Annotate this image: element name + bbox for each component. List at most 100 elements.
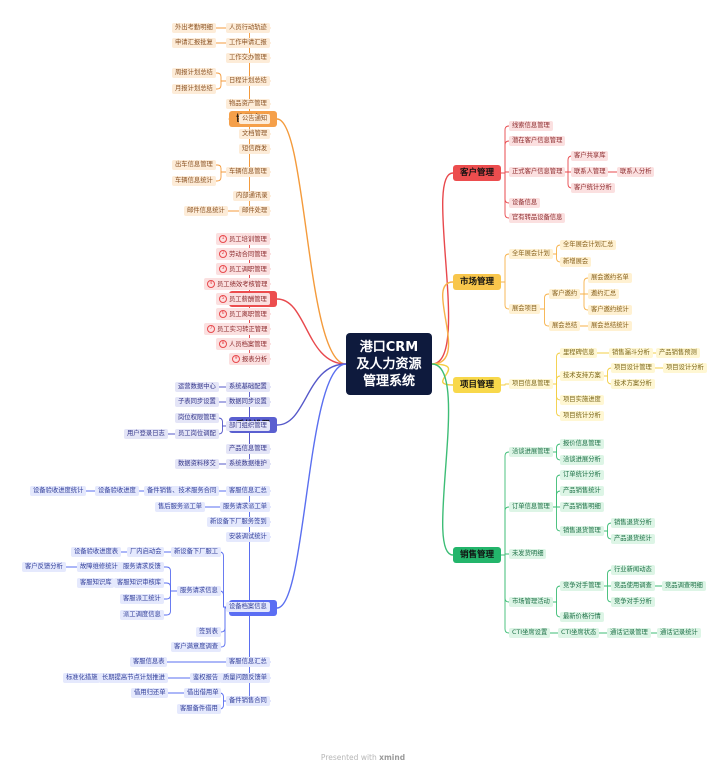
topic-o9[interactable]: 车辆信息管理 (226, 167, 270, 178)
topic-k3a[interactable]: 客户共享库 (571, 151, 609, 162)
topic-p1b1[interactable]: 项目设计管理 (611, 363, 655, 374)
topic-m2[interactable]: 展会项目 (509, 304, 541, 315)
topic-c5[interactable]: 设备档案信息 (226, 602, 270, 613)
topic-c9a[interactable]: 鉴权报告 (190, 673, 222, 684)
topic-o5[interactable]: 物品资产管理 (226, 99, 270, 110)
topic-m2a1[interactable]: 展会邀约名单 (588, 273, 632, 284)
topic-s2a[interactable]: 子表同步设置 (175, 397, 219, 408)
topic-s3c[interactable]: 用户登录日志 (124, 429, 168, 440)
main-topic-scgl[interactable]: 市场管理 (453, 273, 502, 290)
topic-x1[interactable]: 洽谈进展管理 (509, 447, 553, 458)
topic-p1a[interactable]: 里程碑信息 (560, 348, 598, 359)
topic-c8a[interactable]: 客服信息表 (130, 657, 168, 668)
topic-k3[interactable]: 正式客户信息管理 (509, 167, 566, 178)
topic-p1b2[interactable]: 技术方案分析 (611, 379, 655, 390)
topic-x5[interactable]: CTI坐席设置 (509, 628, 551, 639)
topic-p1[interactable]: 项目信息管理 (509, 379, 553, 390)
topic-c1a[interactable]: 备件销售、技术服务合同 (144, 486, 220, 497)
topic-k5[interactable]: 官有转品设备信息 (509, 213, 566, 224)
topic-c9[interactable]: 质量问题反馈单 (220, 673, 271, 684)
topic-c5a1a[interactable]: 设备验收进度表 (71, 547, 122, 558)
topic-x4a2[interactable]: 竞品使用调查 (611, 581, 655, 592)
topic-x2a[interactable]: 订单统计分析 (560, 470, 604, 481)
topic-p1d[interactable]: 项目统计分析 (560, 411, 604, 422)
root-topic[interactable]: 港口CRM 及人力资源 管理系统 (346, 333, 432, 395)
topic-c5b2[interactable]: 客服知识审核库 (114, 578, 165, 589)
topic-o8[interactable]: 短信群发 (239, 144, 271, 155)
topic-c4[interactable]: 安装调试统计 (226, 532, 270, 543)
topic-o2[interactable]: 工作申请汇报 (226, 38, 270, 49)
topic-k4[interactable]: 设备信息 (509, 198, 541, 209)
topic-c5a1[interactable]: 厂内启动会 (127, 547, 165, 558)
topic-c7[interactable]: 客户满意度调查 (171, 642, 222, 653)
topic-c8[interactable]: 客服信息汇总 (226, 657, 270, 668)
topic-x2d[interactable]: 销售退货管理 (560, 526, 604, 537)
topic-p1a2[interactable]: 产品销售预测 (656, 348, 700, 359)
topic-p1b1a[interactable]: 项目设计分析 (663, 363, 707, 374)
topic-s3a[interactable]: 岗位权限管理 (175, 413, 219, 424)
topic-m2b[interactable]: 展会总结 (549, 321, 581, 332)
topic-c5b1b[interactable]: 客户反馈分析 (22, 562, 66, 573)
topic-c5b4[interactable]: 派工调度信息 (120, 610, 164, 621)
topic-c10b[interactable]: 借用归还单 (131, 688, 169, 699)
topic-c2a[interactable]: 售后服务派工单 (155, 502, 206, 513)
topic-o11[interactable]: 邮件处理 (239, 206, 271, 217)
topic-c5b3[interactable]: 客服派工统计 (120, 594, 164, 605)
topic-c5b1a[interactable]: 故障维修统计 (77, 562, 121, 573)
topic-x3[interactable]: 未发货明细 (509, 549, 547, 560)
topic-p1a1[interactable]: 销售漏斗分析 (609, 348, 653, 359)
topic-k3b[interactable]: 联系人管理 (571, 167, 609, 178)
topic-x1b[interactable]: 洽谈进展分析 (560, 455, 604, 466)
topic-p1b[interactable]: 技术支持方案 (560, 371, 604, 382)
topic-x5a[interactable]: CTI坐席状态 (558, 628, 600, 639)
topic-x4a1[interactable]: 行业新闻动态 (611, 565, 655, 576)
topic-c3[interactable]: 新设备下厂服务签到 (207, 517, 270, 528)
topic-m2b1[interactable]: 展会总结统计 (588, 321, 632, 332)
topic-s2[interactable]: 数据同步设置 (226, 397, 270, 408)
topic-m2a2[interactable]: 邀约汇总 (588, 289, 620, 300)
topic-o9b[interactable]: 车辆信息统计 (172, 176, 216, 187)
topic-x5b[interactable]: 通话记录管理 (607, 628, 651, 639)
topic-x4[interactable]: 市场管理活动 (509, 597, 553, 608)
topic-o10[interactable]: 内部通讯录 (233, 191, 271, 202)
topic-c10c[interactable]: 客服备件借用 (177, 704, 221, 715)
topic-p1c[interactable]: 项目实施进度 (560, 395, 604, 406)
topic-o1a[interactable]: 外出考勤明细 (172, 23, 216, 34)
topic-o11a[interactable]: 邮件信息统计 (184, 206, 228, 217)
topic-m1a[interactable]: 全年展会计划汇总 (560, 240, 617, 251)
main-topic-khgl[interactable]: 客户管理 (453, 164, 502, 181)
topic-c5b2a[interactable]: 客服知识库 (77, 578, 115, 589)
topic-s5[interactable]: 系统数据维护 (226, 459, 270, 470)
topic-o1[interactable]: 人员行动轨迹 (226, 23, 270, 34)
topic-c2[interactable]: 服务请求派工单 (220, 502, 271, 513)
topic-x4a2a[interactable]: 竞品调查明细 (662, 581, 706, 592)
topic-c1[interactable]: 客服信息汇总 (226, 486, 270, 497)
topic-s5a[interactable]: 数据资料移交 (175, 459, 219, 470)
topic-o6[interactable]: 公告通知 (239, 114, 271, 125)
topic-s3b[interactable]: 员工岗位调配 (175, 429, 219, 440)
topic-o2a[interactable]: 申请汇报批复 (172, 38, 216, 49)
topic-m2a[interactable]: 客户邀约 (549, 289, 581, 300)
topic-m2a3[interactable]: 客户邀约统计 (588, 305, 632, 316)
topic-c6[interactable]: 签到表 (196, 627, 221, 638)
topic-x2d1[interactable]: 销售退货分析 (611, 518, 655, 529)
topic-c9c[interactable]: 标准化措施 (63, 673, 101, 684)
topic-s1a[interactable]: 运营数据中心 (175, 382, 219, 393)
topic-o4[interactable]: 日程计划总结 (226, 76, 270, 87)
topic-c9b[interactable]: 长期提高节点计划推进 (99, 673, 168, 684)
topic-c1b[interactable]: 设备验收进度 (95, 486, 139, 497)
topic-c10[interactable]: 备件销售合同 (226, 696, 270, 707)
topic-o7[interactable]: 文档管理 (239, 129, 271, 140)
topic-c1c[interactable]: 设备验收进度统计 (30, 486, 87, 497)
topic-s4[interactable]: 产品信息管理 (226, 444, 270, 455)
topic-x4b[interactable]: 最新价格行情 (560, 612, 604, 623)
topic-m1[interactable]: 全年展会计划 (509, 249, 553, 260)
topic-k3b1[interactable]: 联系人分析 (617, 167, 655, 178)
topic-x2d2[interactable]: 产品退货统计 (611, 534, 655, 545)
